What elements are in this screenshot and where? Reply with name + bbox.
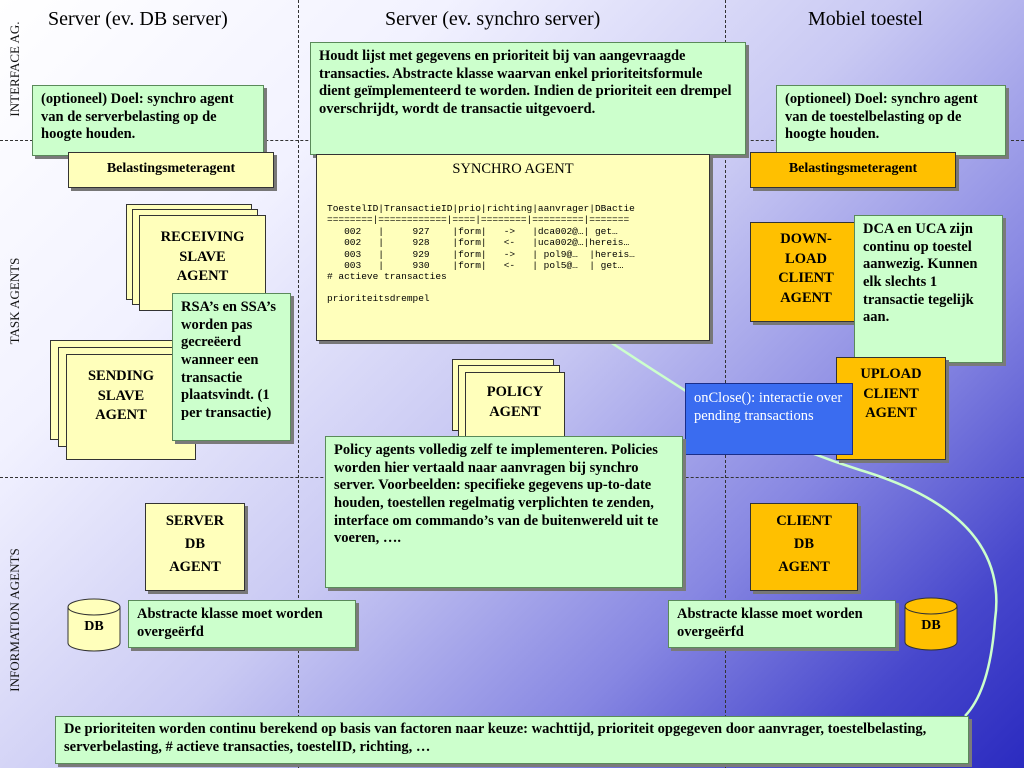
synchro-agent: SYNCHRO AGENT ToestelID|TransactieID|pri… (316, 154, 710, 341)
client-db-line-2: DB (793, 536, 815, 553)
download-client-agent: DOWN- LOAD CLIENT AGENT (750, 222, 862, 322)
column-title-mobile: Mobiel toestel (808, 8, 923, 30)
onclose-note: onClose(): interactie over pending trans… (685, 383, 853, 455)
server-db-line-3: AGENT (169, 559, 221, 576)
policy-line-1: POLICY (486, 384, 544, 400)
abstract-class-note-server: Abstracte klasse moet worden overgeërfd (128, 600, 356, 648)
server-db-agent: SERVER DB AGENT (145, 503, 245, 591)
column-title-server-synchro: Server (ev. synchro server) (385, 8, 601, 30)
priorities-note: De prioriteiten worden continu berekend … (55, 716, 969, 764)
load-meter-agent-server: Belastingsmeteragent (68, 152, 274, 188)
synchro-agent-title: SYNCHRO AGENT (452, 161, 574, 177)
db-label-device: DB (921, 618, 941, 633)
rsa-ssa-note: RSA’s en SSA’s worden pas gecreëerd wann… (172, 293, 291, 441)
upload-client-agent: UPLOAD CLIENT AGENT (836, 357, 946, 460)
db-cylinder-server: DB (66, 598, 122, 652)
row-label-interface: INTERFACE AG. (7, 21, 22, 117)
download-line-2: LOAD (785, 250, 827, 267)
sending-line-3: AGENT (95, 407, 147, 424)
column-divider-1 (298, 0, 299, 768)
column-title-server-db: Server (ev. DB server) (48, 8, 228, 30)
transaction-table: ToestelID|TransactieID|prio|richting|aan… (327, 203, 635, 271)
db-cylinder-device: DB (903, 597, 959, 651)
load-meter-agent-device: Belastingsmeteragent (750, 152, 956, 188)
priority-threshold-label: prioriteitsdrempel (327, 293, 430, 304)
dca-uca-note: DCA en UCA zijn continu op toestel aanwe… (854, 215, 1003, 363)
database-icon (904, 597, 958, 651)
sending-line-2: SLAVE (97, 387, 145, 404)
server-db-line-1: SERVER (165, 513, 225, 529)
download-line-3: CLIENT (778, 270, 834, 287)
device-load-goal-note: (optioneel) Doel: synchro agent van de t… (776, 85, 1006, 156)
receiving-line-1: RECEIVING (160, 229, 245, 245)
policy-line-2: AGENT (489, 403, 541, 420)
synchro-description-note: Houdt lijst met gegevens en prioriteit b… (310, 42, 746, 155)
policy-description-note: Policy agents volledig zelf te implement… (325, 436, 683, 588)
download-line-1: DOWN- (780, 231, 832, 247)
upload-line-2: CLIENT (863, 385, 919, 402)
database-icon (67, 598, 121, 652)
active-transactions-label: # actieve transacties (327, 271, 447, 282)
receiving-line-2: SLAVE (179, 248, 226, 265)
download-line-4: AGENT (780, 289, 832, 306)
server-load-goal-note: (optioneel) Doel: synchro agent van de s… (32, 85, 264, 156)
client-db-agent: CLIENT DB AGENT (750, 503, 858, 591)
upload-line-3: AGENT (865, 405, 917, 422)
row-label-information: INFORMATION AGENTS (7, 548, 22, 692)
client-db-line-3: AGENT (778, 559, 830, 576)
receiving-line-3: AGENT (176, 268, 229, 285)
db-label-server: DB (84, 619, 104, 634)
client-db-line-1: CLIENT (776, 513, 832, 529)
server-db-line-2: DB (184, 536, 206, 553)
policy-agent: POLICY AGENT (465, 372, 565, 444)
row-label-task: TASK AGENTS (7, 257, 22, 345)
sending-line-1: SENDING (87, 368, 155, 384)
upload-line-1: UPLOAD (860, 366, 922, 382)
abstract-class-note-device: Abstracte klasse moet worden overgeërfd (668, 600, 896, 648)
